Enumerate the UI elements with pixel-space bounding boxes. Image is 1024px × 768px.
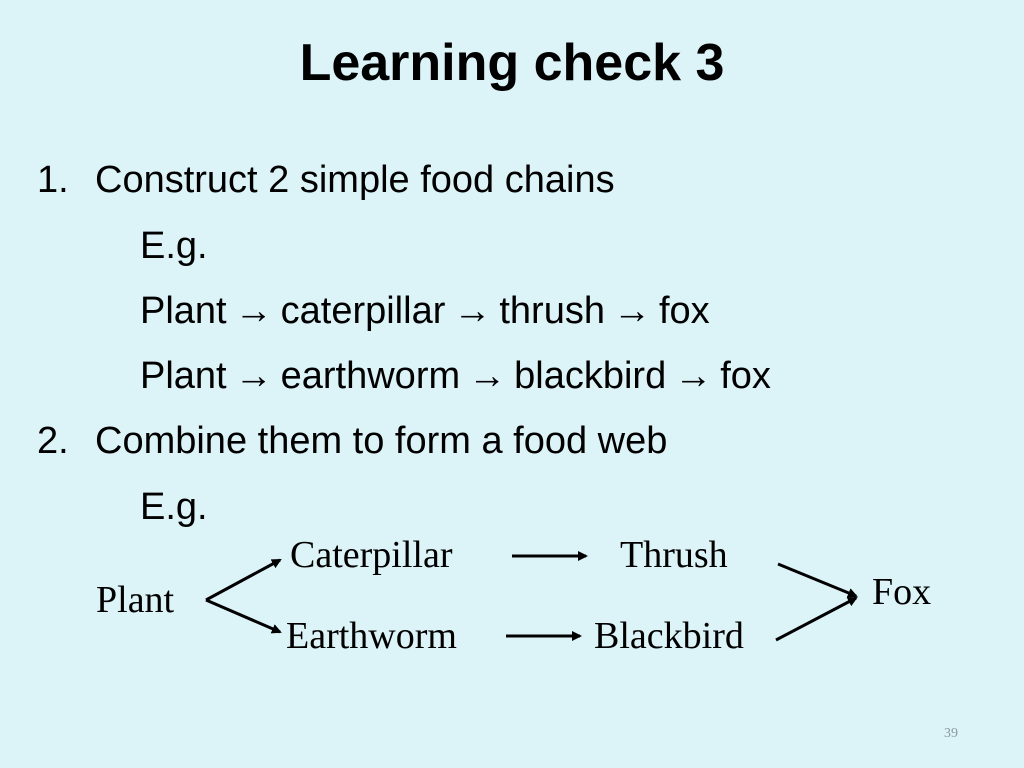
chain-1-step-3: thrush [499,290,605,332]
web-node-thrush: Thrush [620,534,728,576]
item-1-example-label: E.g. [140,225,208,267]
chain-1-step-2: caterpillar [280,290,446,332]
chain-arrow-icon: → [468,355,507,397]
web-node-plant: Plant [96,579,175,621]
arrow-thrush-fox [777,562,858,598]
chain-arrow-icon: → [234,290,273,332]
chain-arrow-icon: → [674,355,713,397]
chain-arrow-icon: → [612,290,651,332]
item-1-text: Construct 2 simple food chains [95,159,615,201]
chain-2-step-3: blackbird [514,355,667,397]
web-node-blackbird: Blackbird [594,615,744,657]
web-node-caterpillar: Caterpillar [290,534,453,576]
chain-2-step-1: Plant [140,355,227,397]
item-2-text: Combine them to form a food web [95,420,668,462]
slide-title: Learning check 3 [299,34,725,92]
web-node-fox: Fox [872,571,932,613]
chain-1-step-4: fox [658,290,710,332]
web-node-earthworm: Earthworm [286,615,457,657]
chain-1-step-1: Plant [140,290,227,332]
item-2-example-label: E.g. [140,486,208,528]
chain-2-step-2: earthworm [280,355,461,397]
item-1-number: 1. [37,159,69,201]
arrow-plant-earthworm [205,598,282,634]
arrow-blackbird-fox [775,596,858,642]
item-2-number: 2. [37,420,69,462]
chain-arrow-icon: → [234,355,273,397]
arrow-plant-caterpillar [205,558,282,602]
slide-page-number: 39 [944,726,958,741]
chain-2-step-4: fox [720,355,771,397]
chain-arrow-icon: → [453,290,492,332]
